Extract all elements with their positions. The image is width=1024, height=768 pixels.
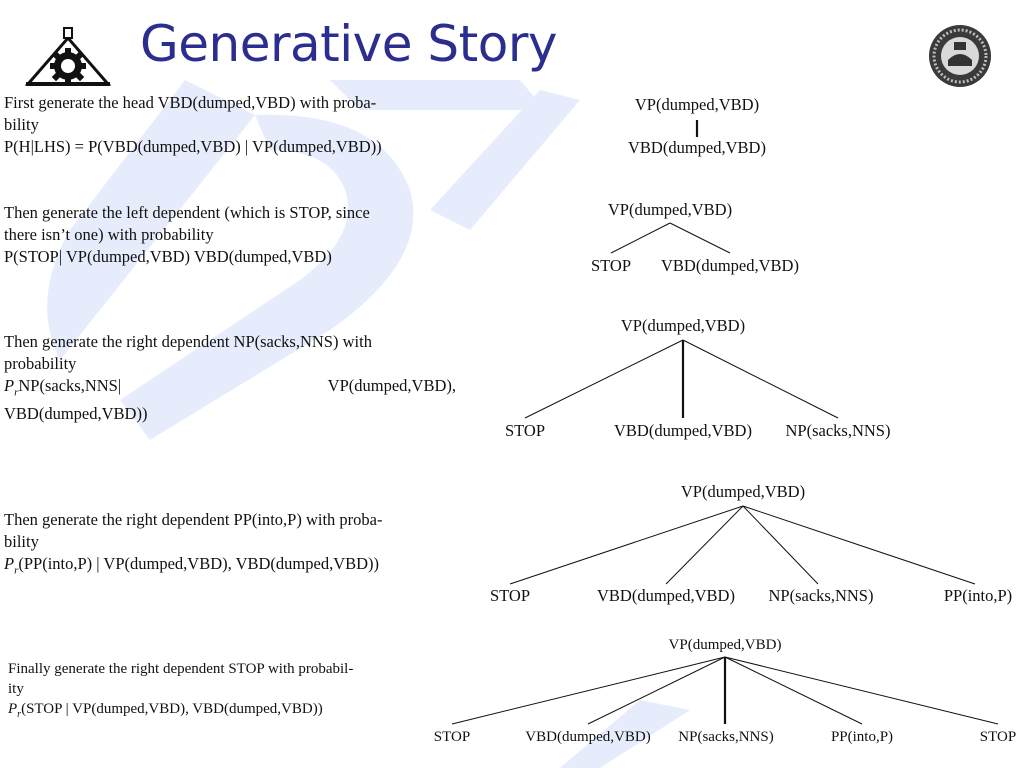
tree-2-root: VP(dumped,VBD) [608, 200, 732, 219]
tree-2-child-1: STOP [591, 256, 631, 275]
tree-5-edge-right-2 [724, 656, 863, 725]
step-5-line-1: Finally generate the right dependent STO… [8, 661, 354, 677]
tree-4-child-2: VBD(dumped,VBD) [597, 586, 735, 605]
tree-5-root: VP(dumped,VBD) [669, 637, 782, 653]
step-3-formula-left: PrNP(sacks,NNS| [4, 376, 122, 399]
tree-3-child-3: NP(sacks,NNS) [786, 421, 891, 440]
tree-5-child-4: PP(into,P) [831, 729, 893, 745]
step-3-line-1: Then generate the right dependent NP(sac… [4, 332, 372, 351]
tree-3-root: VP(dumped,VBD) [621, 316, 745, 335]
step-3-line-2: probability [4, 354, 77, 373]
tree-5-child-2: VBD(dumped,VBD) [525, 729, 650, 745]
tree-1-root: VP(dumped,VBD) [635, 95, 759, 114]
tree-4-child-4: PP(into,P) [944, 586, 1012, 605]
tree-4-edge-right-2 [742, 505, 976, 585]
step-1-line-2: bility [4, 115, 39, 134]
university-seal-logo-icon [929, 25, 991, 87]
step-5-formula: Pr(STOP | VP(dumped,VBD), VBD(dumped,VBD… [8, 701, 323, 720]
step-1-text: First generate the head VBD(dumped,VBD) … [4, 92, 456, 158]
tree-3-child-1: STOP [505, 421, 545, 440]
tree-1-child-1: VBD(dumped,VBD) [628, 138, 766, 157]
step-2-text: Then generate the left dependent (which … [4, 202, 456, 268]
tree-4-edge-right-1 [742, 505, 819, 585]
step-4-line-2: bility [4, 532, 39, 551]
step-3-formula: PrNP(sacks,NNS| VP(dumped,VBD), [4, 375, 456, 403]
pr-symbol: P [4, 554, 15, 573]
tree-4-edge-head [665, 505, 744, 585]
tree-4-child-1: STOP [490, 586, 530, 605]
tree-4-root: VP(dumped,VBD) [681, 482, 805, 501]
tree-5-edge-right-3 [724, 656, 999, 725]
step-2-line-2: there isn’t one) with probability [4, 225, 214, 244]
tree-4-child-3: NP(sacks,NNS) [769, 586, 874, 605]
pr-symbol: P [8, 701, 18, 717]
tree-5-child-3: NP(sacks,NNS) [678, 729, 773, 745]
tree-3-child-2: VBD(dumped,VBD) [614, 421, 752, 440]
tree-5-child-5: STOP [980, 729, 1016, 745]
slide-title: Generative Story [140, 15, 557, 73]
faculty-gear-logo-icon [24, 27, 112, 86]
tree-4-edge-left [509, 505, 744, 585]
step-4-line-1: Then generate the right dependent PP(int… [4, 510, 383, 529]
step-4-formula: Pr(PP(into,P) | VP(dumped,VBD), VBD(dump… [4, 554, 380, 577]
step-5-text: Finally generate the right dependent STO… [8, 659, 408, 725]
step-1-line-1: First generate the head VBD(dumped,VBD) … [4, 93, 377, 112]
step-2-line-1: Then generate the left dependent (which … [4, 203, 370, 222]
tree-2-child-2: VBD(dumped,VBD) [661, 256, 799, 275]
tree-5-child-1: STOP [434, 729, 470, 745]
tree-3-edge-left [524, 339, 684, 419]
tree-2-edge-left [610, 222, 671, 254]
step-3-formula-cont: VBD(dumped,VBD)) [4, 404, 148, 424]
step-4-text: Then generate the right dependent PP(int… [4, 509, 456, 581]
step-1-line-3: P(H|LHS) = P(VBD(dumped,VBD) | VP(dumped… [4, 137, 382, 156]
tree-3-edge-right-1 [682, 339, 839, 419]
step-2-line-3: P(STOP| VP(dumped,VBD) VBD(dumped,VBD) [4, 247, 332, 266]
step-3-text: Then generate the right dependent NP(sac… [4, 331, 456, 425]
step-5-line-2: ity [8, 681, 24, 697]
step-3-formula-right: VP(dumped,VBD), [327, 376, 456, 395]
tree-2-edge-head [669, 222, 731, 254]
tree-5-edge-head [587, 656, 726, 725]
pr-symbol: P [4, 376, 15, 395]
tree-5-edge-left [451, 656, 726, 725]
